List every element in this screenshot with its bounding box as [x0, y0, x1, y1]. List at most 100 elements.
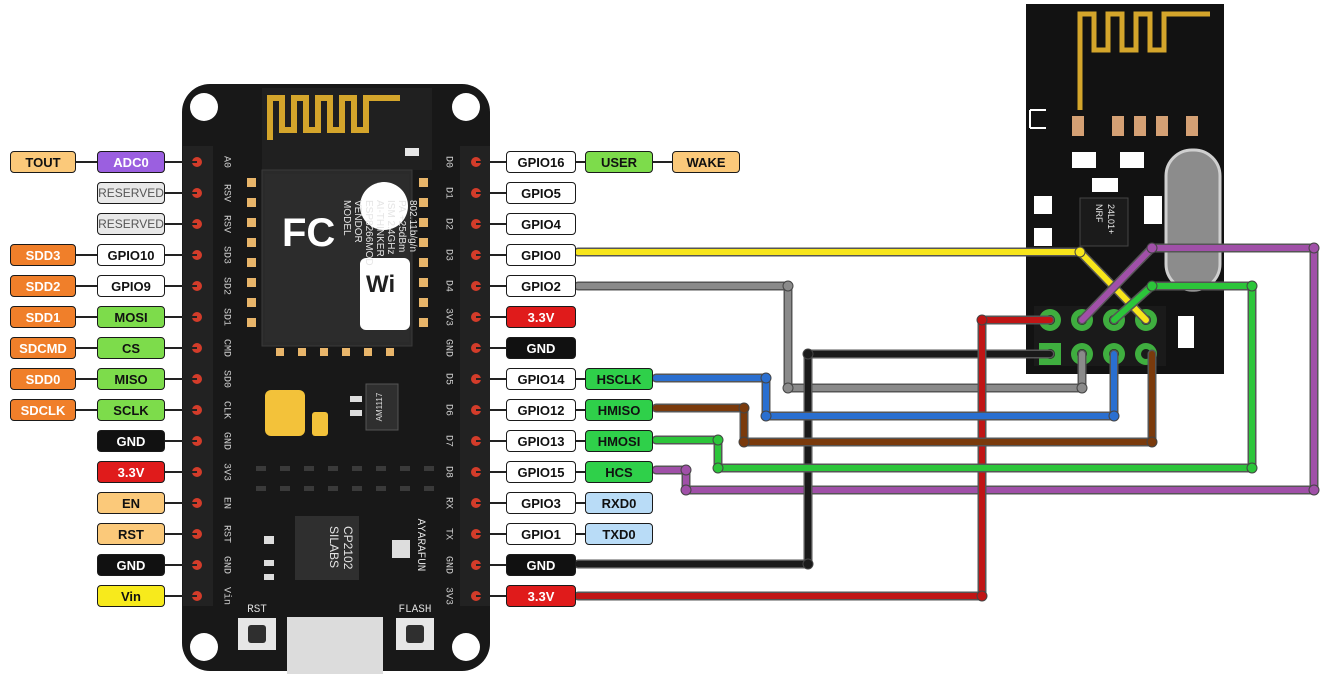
- pin-label: HMOSI: [585, 430, 653, 452]
- wire-miso-brown-bend: [738, 436, 750, 448]
- pin-label: RXD0: [585, 492, 653, 514]
- module-pad: [320, 348, 328, 356]
- pin-label: HCS: [585, 461, 653, 483]
- wire-csn-purple-bend: [1308, 242, 1320, 254]
- mounting-hole-tr: [452, 93, 480, 121]
- pin-label: 3.3V: [506, 585, 576, 607]
- pin-label: GPIO2: [506, 275, 576, 297]
- radio-cap-3: [1134, 116, 1146, 136]
- module-text-line: ISM 2.4GHz: [385, 200, 396, 254]
- right-pin-silk: D3: [442, 249, 453, 261]
- smd-part: [328, 466, 338, 471]
- rst-button[interactable]: [248, 625, 266, 643]
- wire-sck2-blue-bend: [760, 410, 772, 422]
- pin-label: GPIO10: [97, 244, 165, 266]
- pin-label: EN: [97, 492, 165, 514]
- module-text-line: ESP8266MOD: [363, 200, 374, 266]
- pin-label: GPIO14: [506, 368, 576, 390]
- radio-pad-6: [1144, 196, 1162, 224]
- pin-label: GPIO0: [506, 244, 576, 266]
- capacitor-large: [265, 390, 305, 436]
- smd-part: [350, 396, 362, 402]
- module-pad: [276, 348, 284, 356]
- pin-label: RESERVED: [97, 213, 165, 235]
- board-dots: [256, 396, 434, 580]
- radio-outline: [1029, 109, 1046, 129]
- right-pin-silk: 3V3: [442, 308, 453, 326]
- pin-label: 3.3V: [506, 306, 576, 328]
- module-pad: [247, 218, 256, 227]
- nrf-chip-text-line: 24L01+: [1106, 204, 1116, 234]
- usb-chip-text-line: CP2102: [341, 526, 355, 570]
- right-pin-silk: RX: [442, 497, 453, 509]
- pin-label: 3.3V: [97, 461, 165, 483]
- wifi-text: Wi: [366, 271, 395, 298]
- pin-label: GPIO16: [506, 151, 576, 173]
- flash-button-label: FLASH: [398, 604, 431, 616]
- wire-sck-gray: [575, 283, 1085, 391]
- rst-button-label: RST: [247, 604, 267, 616]
- pin-label: GPIO15: [506, 461, 576, 483]
- module-pad: [419, 298, 428, 307]
- usb-chip: [295, 516, 359, 580]
- left-pin-silk: SD1: [220, 308, 231, 326]
- capacitor-small: [312, 412, 328, 436]
- module-pad: [419, 178, 428, 187]
- module-pad: [364, 348, 372, 356]
- wire-miso-brown-bend: [1146, 436, 1158, 448]
- left-pin-silk: GND: [220, 556, 231, 574]
- pin-label: RST: [97, 523, 165, 545]
- module-pads: [247, 178, 428, 356]
- module-pad: [247, 178, 256, 187]
- left-pin-silk: RSV: [220, 215, 231, 233]
- pin-label: SDCMD: [10, 337, 76, 359]
- wire-gnd-black-bend: [802, 348, 814, 360]
- pin-label: RESERVED: [97, 182, 165, 204]
- wire-miso-brown-bend: [738, 402, 750, 414]
- module-pad: [419, 198, 428, 207]
- radio-pad-3: [1092, 178, 1118, 192]
- smd-part: [424, 486, 434, 491]
- wire-mosi-green-bend: [712, 462, 724, 474]
- wire-gnd-black-bend: [802, 558, 814, 570]
- pin-label: SDD0: [10, 368, 76, 390]
- pin-label: MISO: [97, 368, 165, 390]
- left-pin-silk: Vin: [220, 587, 232, 605]
- smd-part: [264, 574, 274, 580]
- module-text-line: PA +25dBm: [396, 200, 407, 252]
- flash-button[interactable]: [406, 625, 424, 643]
- pin-label: WAKE: [672, 151, 740, 173]
- pin-label: SDD2: [10, 275, 76, 297]
- mounting-hole-tl: [190, 93, 218, 121]
- mounting-hole-br: [452, 633, 480, 661]
- smd-part: [350, 410, 362, 416]
- regulator-label: AM1117: [375, 392, 384, 421]
- wire-vcc-red: [575, 317, 1053, 599]
- right-pin-silk: GND: [442, 339, 453, 357]
- wire-csn-purple-bend: [680, 484, 692, 496]
- radio-antenna: [1077, 11, 1210, 110]
- pin-label: GPIO13: [506, 430, 576, 452]
- smd-part: [264, 536, 274, 544]
- module-pad: [419, 218, 428, 227]
- radio-pad-5: [1034, 228, 1052, 246]
- smd-part: [304, 466, 314, 471]
- module-pad: [419, 258, 428, 267]
- left-pin-silk: RST: [220, 525, 231, 543]
- wire-csn-purple-bend: [680, 464, 692, 476]
- pin-label: SDD1: [10, 306, 76, 328]
- left-pin-silk: SD0: [220, 370, 231, 388]
- pin-label: Vin: [97, 585, 165, 607]
- fcc-logo: FC: [282, 211, 335, 255]
- pin-label: SCLK: [97, 399, 165, 421]
- right-pin-silk: D7: [442, 435, 453, 447]
- smd-part: [304, 486, 314, 491]
- nrf-chip: [1079, 197, 1129, 247]
- wire-gnd-black: [575, 351, 1053, 567]
- left-pin-silk: CMD: [220, 339, 231, 357]
- radio-pad-2: [1120, 152, 1144, 168]
- left-pin-silk: CLK: [220, 401, 231, 419]
- right-pin-silk: D8: [442, 466, 453, 478]
